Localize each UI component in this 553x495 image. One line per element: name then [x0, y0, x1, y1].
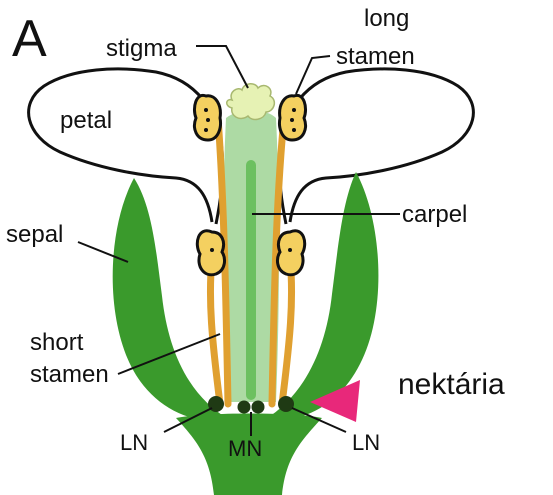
- stigma-leader: [196, 46, 248, 88]
- nectary-median-label: MN: [228, 436, 262, 461]
- petal-label: petal: [60, 107, 112, 134]
- short-stamen-left-filament: [210, 258, 220, 404]
- median-nectary-2: [252, 401, 265, 414]
- nectary-left-label: LN: [120, 430, 148, 455]
- stigma-label: stigma: [106, 35, 177, 62]
- median-nectary-1: [238, 401, 251, 414]
- long-stamen-left-anther: [194, 95, 220, 140]
- short-stamen-right-anther: [278, 231, 305, 275]
- sepal-label: sepal: [6, 221, 63, 248]
- nectary-annotation: nektária: [398, 368, 505, 401]
- short-stamen-right-filament: [282, 258, 292, 404]
- short-stamen-label-line1: short: [30, 329, 84, 356]
- carpel-label: carpel: [402, 201, 467, 228]
- long-stamen-label-line1: long: [364, 5, 409, 32]
- lateral-nectary-right: [278, 396, 294, 412]
- nectary-right-label: LN: [352, 430, 380, 455]
- carpel-septum: [246, 160, 256, 400]
- short-stamen-label-line2: stamen: [30, 361, 109, 388]
- long-stamen-label-line2: stamen: [336, 43, 415, 70]
- panel-letter: A: [12, 10, 47, 68]
- short-stamen-left-anther: [197, 231, 224, 275]
- long-stamen-right-anther: [280, 95, 306, 140]
